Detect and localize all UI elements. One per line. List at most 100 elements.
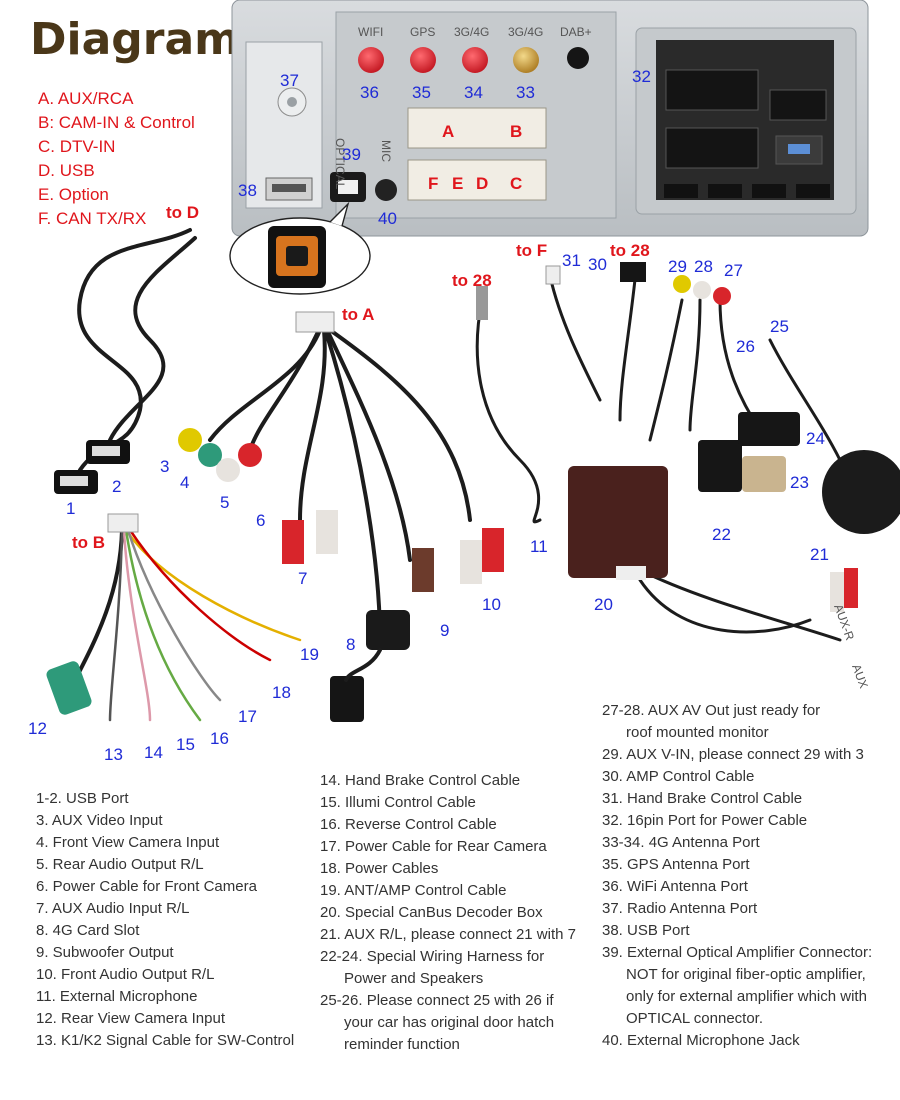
cable-marking-auxr: AUX-R xyxy=(831,602,857,642)
key-d: D. USB xyxy=(38,161,95,180)
plug-to-a xyxy=(296,312,334,332)
legend-item: 17. Power Cable for Rear Camera xyxy=(320,836,576,858)
aux-audio-r xyxy=(282,520,304,564)
label-25: 25 xyxy=(770,317,789,336)
legend-item-cont: Power and Speakers xyxy=(320,968,576,990)
cable-marking-aux: AUX xyxy=(849,662,871,690)
legend-item: 1-2. USB Port xyxy=(36,788,294,810)
gps-antenna-port xyxy=(410,47,436,73)
port-c-label: C xyxy=(510,174,522,193)
wifi-antenna-port xyxy=(358,47,384,73)
gps-port-label: GPS xyxy=(410,25,435,39)
label-15: 15 xyxy=(176,735,195,754)
label-33: 33 xyxy=(516,83,535,102)
legend-item-cont: roof mounted monitor xyxy=(602,722,872,744)
label-31: 31 xyxy=(562,251,581,270)
legend-item: 30. AMP Control Cable xyxy=(602,766,872,788)
rear-cam-rca xyxy=(45,660,93,717)
label-18: 18 xyxy=(272,683,291,702)
label-11: 11 xyxy=(530,537,548,556)
legend-item: 29. AUX V-IN, please connect 29 with 3 xyxy=(602,744,872,766)
label-7: 7 xyxy=(298,569,307,588)
front-audio-l xyxy=(460,540,482,584)
legend-column-2: 14. Hand Brake Control Cable 15. Illumi … xyxy=(320,770,576,1056)
4g-antenna-port-2 xyxy=(513,47,539,73)
legend-item: 25-26. Please connect 25 with 26 if xyxy=(320,990,576,1012)
legend-item: 15. Illumi Control Cable xyxy=(320,792,576,814)
legend-item: 40. External Microphone Jack xyxy=(602,1030,872,1052)
legend-item: 16. Reverse Control Cable xyxy=(320,814,576,836)
label-34: 34 xyxy=(464,83,483,102)
diagram-title: Diagram xyxy=(30,14,240,65)
legend-item: 32. 16pin Port for Power Cable xyxy=(602,810,872,832)
key-f: F. CAN TX/RX xyxy=(38,209,146,228)
mic-jack xyxy=(375,179,397,201)
label-35: 35 xyxy=(412,83,431,102)
label-24: 24 xyxy=(806,429,825,448)
external-microphone xyxy=(822,450,900,534)
legend-item: 22-24. Special Wiring Harness for xyxy=(320,946,576,968)
legend-item: 9. Subwoofer Output xyxy=(36,942,294,964)
label-22: 22 xyxy=(712,525,731,544)
legend-item-cont: NOT for original fiber-optic amplifier, xyxy=(602,964,872,986)
label-27: 27 xyxy=(724,261,743,280)
port-a-label: A xyxy=(442,122,454,141)
legend-item: 4. Front View Camera Input xyxy=(36,832,294,854)
legend-item-cont: only for external amplifier which with xyxy=(602,986,872,1008)
label-30: 30 xyxy=(588,255,607,274)
legend-item-cont: OPTICAL connector. xyxy=(602,1008,872,1030)
port-b-label: B xyxy=(510,122,522,141)
label-12: 12 xyxy=(28,719,47,738)
harness-23 xyxy=(742,456,786,492)
key-c: C. DTV-IN xyxy=(38,137,115,156)
label-3: 3 xyxy=(160,457,169,476)
legend-item: 18. Power Cables xyxy=(320,858,576,880)
port-e-label: E xyxy=(452,174,463,193)
rca-yellow xyxy=(178,428,202,452)
mic-plug xyxy=(476,286,488,320)
g1-port-label: 3G/4G xyxy=(454,25,489,39)
label-21: 21 xyxy=(810,545,829,564)
legend-item: 37. Radio Antenna Port xyxy=(602,898,872,920)
legend-item: 31. Hand Brake Control Cable xyxy=(602,788,872,810)
label-5: 5 xyxy=(220,493,229,512)
label-40: 40 xyxy=(378,209,397,228)
legend-item: 14. Hand Brake Control Cable xyxy=(320,770,576,792)
port-d-label: D xyxy=(476,174,488,193)
legend-item: 20. Special CanBus Decoder Box xyxy=(320,902,576,924)
harness-24 xyxy=(738,412,800,446)
label-19: 19 xyxy=(300,645,319,664)
aux-audio-l xyxy=(316,510,338,554)
dab-port-label: DAB+ xyxy=(560,25,592,39)
plug-to-b xyxy=(108,514,138,532)
legend-column-3: 27-28. AUX AV Out just ready for roof mo… xyxy=(602,700,872,1052)
callout-to-f: to F xyxy=(516,241,547,260)
label-9: 9 xyxy=(440,621,449,640)
callout-to-b: to B xyxy=(72,533,105,552)
mic-label: MIC xyxy=(379,140,393,162)
label-6: 6 xyxy=(256,511,265,530)
aux-rl-r xyxy=(844,568,858,608)
legend-item: 12. Rear View Camera Input xyxy=(36,1008,294,1030)
port-f-label: F xyxy=(428,174,438,193)
legend-item: 39. External Optical Amplifier Connector… xyxy=(602,942,872,964)
wifi-port-label: WIFI xyxy=(358,25,383,39)
key-b: B: CAM-IN & Control xyxy=(38,113,195,132)
legend-item: 38. USB Port xyxy=(602,920,872,942)
g2-port-label: 3G/4G xyxy=(508,25,543,39)
label-16: 16 xyxy=(210,729,229,748)
legend-item: 36. WiFi Antenna Port xyxy=(602,876,872,898)
rca-white xyxy=(216,458,240,482)
label-28: 28 xyxy=(694,257,713,276)
legend-item-cont: your car has original door hatch xyxy=(320,1012,576,1034)
front-audio-r xyxy=(482,528,504,572)
key-e: E. Option xyxy=(38,185,109,204)
cables: AUX-R AUX xyxy=(45,230,900,722)
canbus-decoder-box xyxy=(568,466,668,578)
label-17: 17 xyxy=(238,707,257,726)
label-29: 29 xyxy=(668,257,687,276)
subwoofer-plug xyxy=(412,548,434,592)
callout-to-28-b: to 28 xyxy=(610,241,650,260)
legend-item: 3. AUX Video Input xyxy=(36,810,294,832)
legend-item-cont: reminder function xyxy=(320,1034,576,1056)
